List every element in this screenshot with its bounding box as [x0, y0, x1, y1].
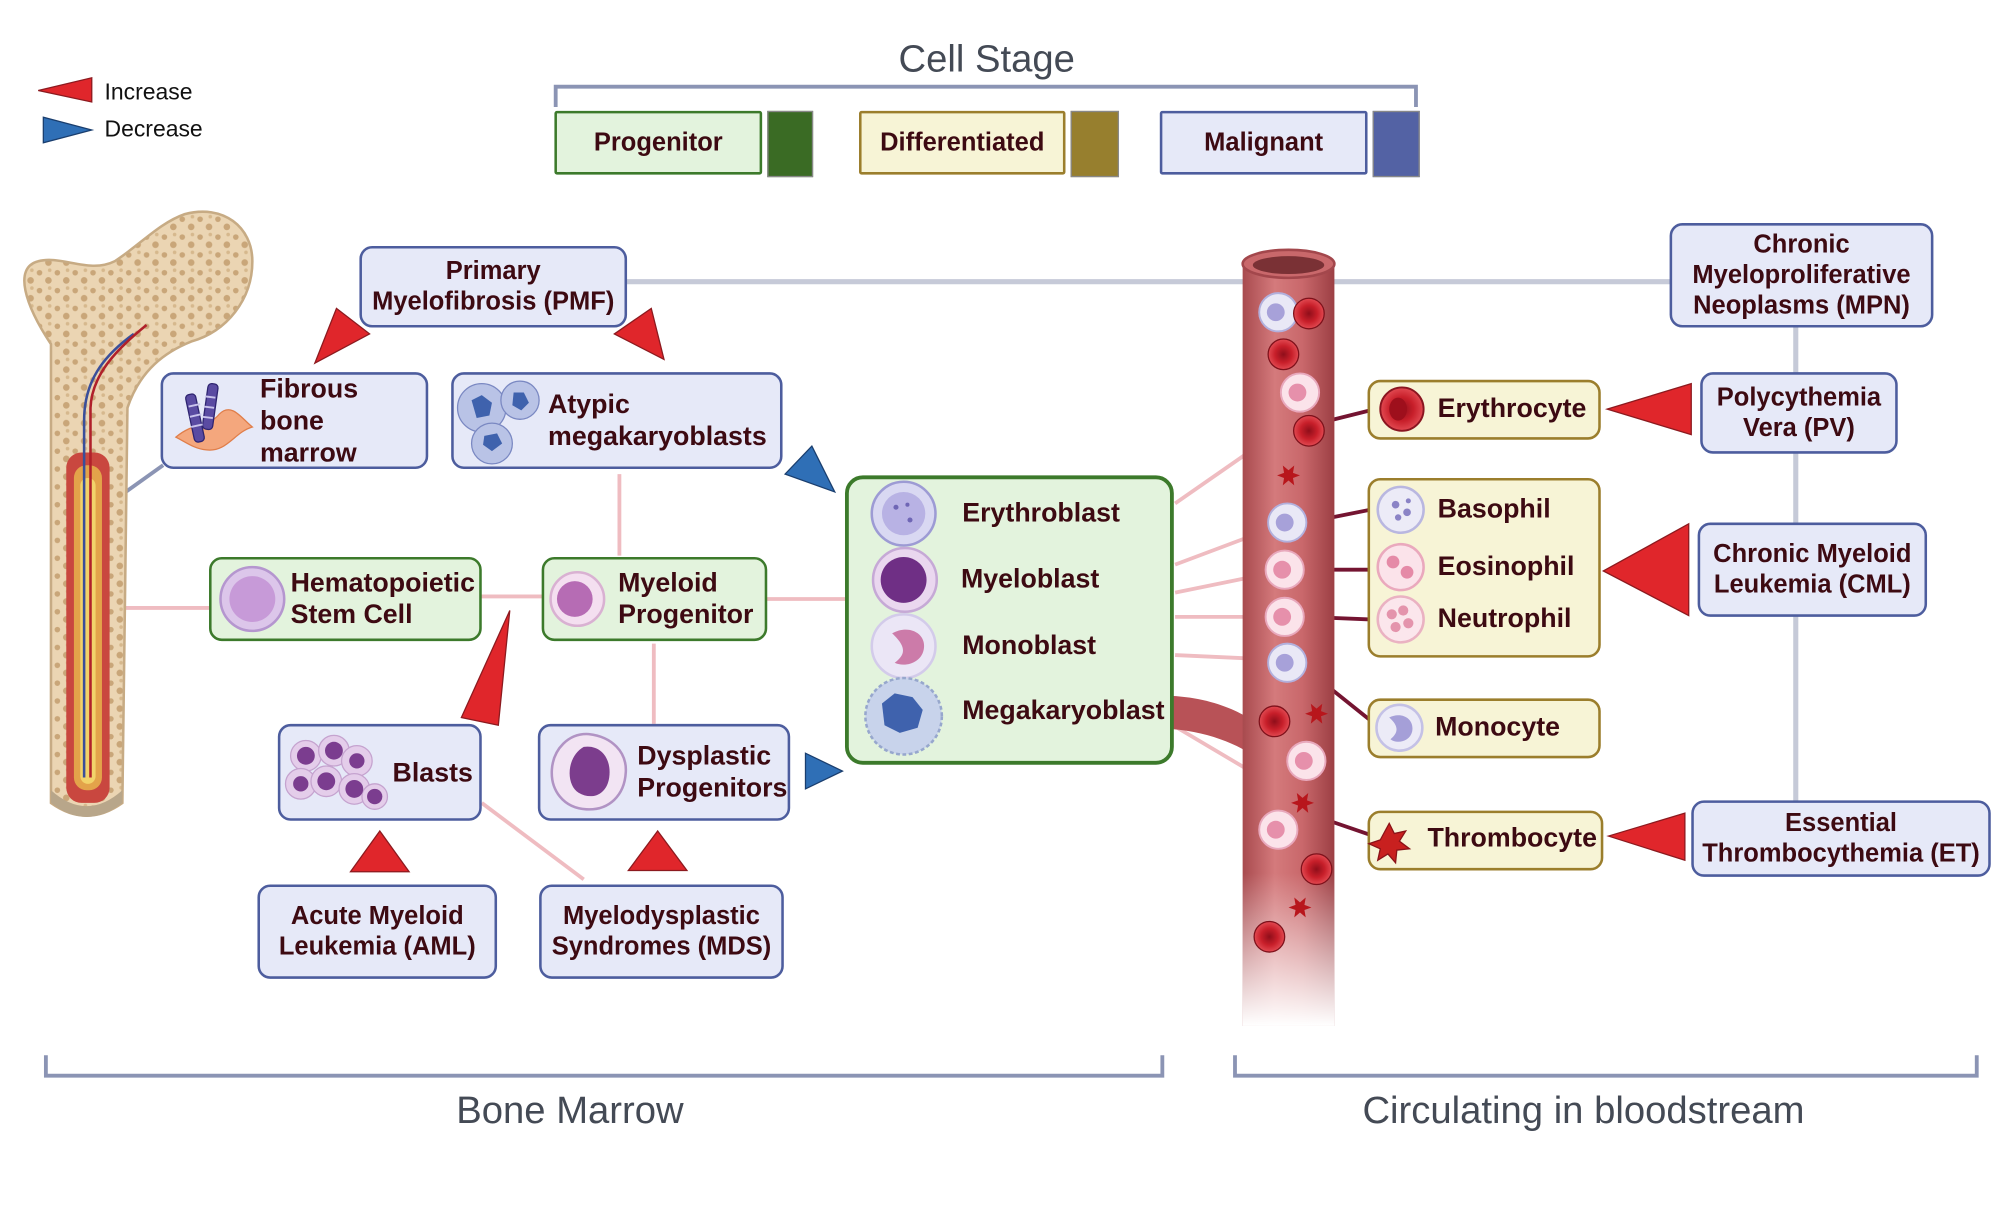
blasts-cluster-icon — [284, 734, 389, 810]
hsc-label: Hematopoietic Stem Cell — [290, 568, 476, 630]
precursor-erythroblast: Erythroblast — [962, 498, 1120, 528]
red-blood-cell-icon — [1258, 705, 1291, 738]
white-blood-cell-icon — [1267, 642, 1308, 683]
stage-key-differentiated: Differentiated — [859, 110, 1066, 175]
erythrocyte-icon — [1379, 386, 1425, 432]
circulating-neutrophil: Neutrophil — [1437, 604, 1572, 634]
increase-arrow-icon — [460, 610, 511, 726]
bone-illustration — [23, 210, 254, 817]
precursor-myeloblast: Myeloblast — [960, 564, 1100, 594]
fibrous-bone-marrow-box: Fibrous bone marrow — [160, 372, 429, 470]
myeloid-progenitor-label: Myeloid Progenitor — [618, 568, 754, 630]
increase-arrow-icon — [627, 829, 689, 872]
erythroblast-icon — [870, 480, 937, 547]
eosinophil-icon — [1376, 542, 1425, 592]
circulating-basophil: Basophil — [1437, 494, 1551, 524]
increase-arrow-icon — [613, 307, 665, 361]
cell-stage-title: Cell Stage — [898, 38, 1075, 81]
platelet-icon — [1288, 897, 1312, 918]
platelet-icon — [1291, 792, 1315, 813]
increase-arrow-icon — [313, 307, 371, 365]
red-blood-cell-icon — [1267, 338, 1300, 371]
bone-marrow-label: Bone Marrow — [456, 1089, 684, 1132]
dysplastic-cell-icon — [550, 732, 628, 811]
red-blood-cell-icon — [1253, 920, 1286, 953]
fibrous-marrow-icon — [174, 382, 254, 451]
precursor-monoblast: Monoblast — [962, 630, 1097, 661]
white-blood-cell-icon — [1264, 549, 1305, 590]
atypic-megakaryoblasts-label: Atypic megakaryoblasts — [548, 389, 767, 452]
megakaryoblast-icon — [864, 676, 944, 756]
differentiated-swatch — [1070, 110, 1120, 178]
circulating-thrombocyte: Thrombocyte — [1427, 823, 1597, 853]
disease-pmf: Primary Myelofibrosis (PMF) — [359, 245, 628, 328]
bloodstream-label: Circulating in bloodstream — [1362, 1089, 1805, 1132]
basophil-icon — [1376, 485, 1425, 535]
progenitor-swatch — [767, 110, 814, 178]
increase-arrow-icon — [1604, 382, 1692, 436]
decrease-arrow-icon — [42, 116, 95, 144]
white-blood-cell-icon — [1264, 596, 1305, 637]
red-blood-cell-icon — [1300, 853, 1333, 886]
atypic-megakaryoblasts-box: Atypic megakaryoblasts — [451, 372, 783, 470]
legend-decrease-label: Decrease — [104, 115, 203, 142]
fibrous-bone-marrow-label: Fibrous bone marrow — [259, 374, 359, 468]
white-blood-cell-icon — [1279, 372, 1321, 413]
increase-arrow-icon — [38, 76, 93, 103]
circulating-erythrocyte: Erythrocyte — [1437, 393, 1587, 424]
precursor-megakaryoblast: Megakaryoblast — [962, 695, 1165, 726]
neutrophil-icon — [1376, 595, 1425, 644]
megakaryoblast-cluster-icon — [456, 380, 540, 465]
thrombocyte-icon — [1367, 821, 1412, 865]
myeloblast-icon — [871, 546, 939, 614]
dysplastic-progenitors-label: Dysplastic Progenitors — [637, 741, 788, 803]
red-blood-cell-icon — [1292, 414, 1325, 447]
circulating-eosinophil: Eosinophil — [1437, 551, 1575, 582]
disease-aml: Acute Myeloid Leukemia (AML) — [257, 884, 498, 979]
disease-cml: Chronic Myeloid Leukemia (CML) — [1697, 522, 1928, 617]
legend-increase-label: Increase — [104, 79, 193, 105]
disease-pv: Polycythemia Vera (PV) — [1700, 372, 1898, 454]
disease-mpn: Chronic Myeloproliferative Neoplasms (MP… — [1669, 223, 1934, 328]
increase-arrow-icon — [349, 829, 411, 873]
white-blood-cell-icon — [1267, 502, 1308, 543]
stem-cell-icon — [219, 565, 286, 633]
white-blood-cell-icon — [1258, 292, 1299, 333]
thrombocyte-box — [1367, 810, 1604, 871]
dysplastic-progenitors-box: Dysplastic Progenitors — [537, 723, 791, 821]
decrease-arrow-icon — [804, 752, 844, 790]
red-blood-cell-icon — [1292, 297, 1325, 330]
white-blood-cell-icon — [1286, 740, 1327, 781]
white-blood-cell-icon — [1258, 809, 1299, 850]
stage-key-malignant: Malignant — [1159, 110, 1368, 175]
monocyte-icon — [1375, 703, 1424, 752]
decrease-arrow-icon — [783, 444, 837, 494]
disease-mds: Myelodysplastic Syndromes (MDS) — [539, 884, 784, 979]
myeloid-progenitor-box: Myeloid Progenitor — [541, 556, 768, 642]
circulating-monocyte: Monocyte — [1435, 712, 1561, 742]
hsc-box: Hematopoietic Stem Cell — [209, 556, 482, 642]
stage-key-progenitor: Progenitor — [554, 110, 763, 175]
blasts-label: Blasts — [392, 757, 473, 788]
platelet-icon — [1277, 465, 1300, 486]
increase-arrow-icon — [1601, 522, 1690, 617]
increase-arrow-icon — [1606, 812, 1686, 862]
malignant-swatch — [1372, 110, 1420, 178]
disease-et: Essential Thrombocythemia (ET) — [1691, 800, 1991, 877]
myeloid-progenitor-icon — [549, 570, 606, 628]
blasts-box: Blasts — [277, 723, 482, 821]
platelet-icon — [1305, 703, 1329, 724]
